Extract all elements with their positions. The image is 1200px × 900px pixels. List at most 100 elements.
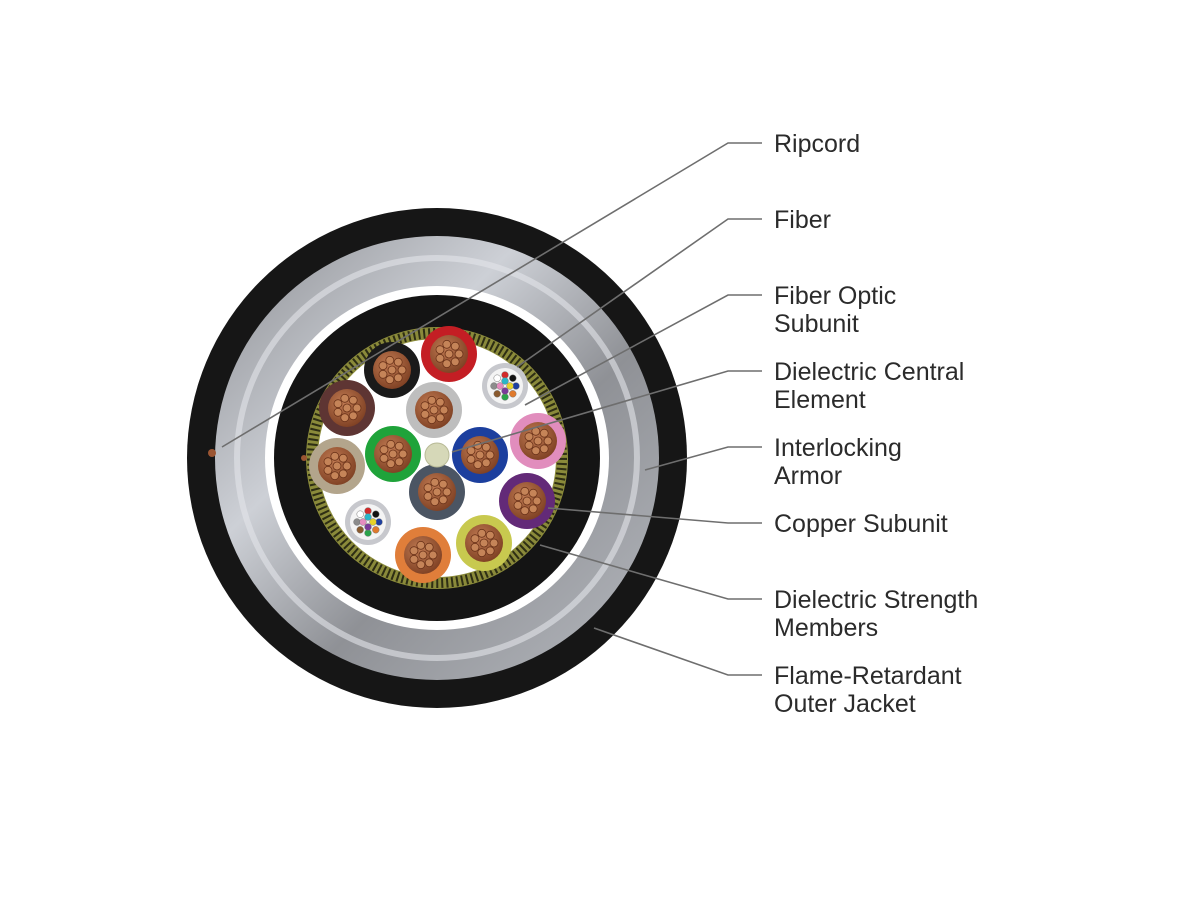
copper-strand: [386, 459, 396, 469]
callout-label-line: Element: [774, 386, 866, 414]
copper-strand: [423, 491, 433, 501]
copper-strand: [409, 546, 419, 556]
copper-strand: [427, 395, 437, 405]
copper-strand: [409, 554, 419, 564]
copper-subunit: [395, 527, 451, 583]
copper-strand: [524, 432, 534, 442]
copper-subunit: [456, 515, 512, 571]
copper-strand: [379, 445, 389, 455]
copper-strand: [393, 357, 403, 367]
leader-line-fiber-optic-subunit: [524, 294, 762, 406]
copper-strand: [524, 440, 534, 450]
copper-strand: [438, 495, 448, 505]
callout-label-line: Outer Jacket: [774, 690, 916, 718]
leader-lines: [221, 142, 762, 676]
copper-strand: [393, 373, 403, 383]
copper-strand: [435, 413, 445, 423]
copper-strand: [397, 365, 407, 375]
copper-strand: [394, 457, 404, 467]
callout-label-line: Subunit: [774, 310, 859, 338]
copper-strand: [533, 436, 543, 446]
copper-strand: [342, 461, 352, 471]
copper-strand: [332, 461, 342, 471]
copper-strand: [394, 441, 404, 451]
copper-strand: [485, 450, 495, 460]
copper-subunit: [421, 326, 477, 382]
copper-strand: [387, 365, 397, 375]
fiber: [501, 377, 509, 385]
copper-strand: [420, 401, 430, 411]
copper-strand: [323, 465, 333, 475]
copper-strand: [489, 538, 499, 548]
copper-subunit: [406, 382, 462, 438]
copper-strand: [435, 353, 445, 363]
fiber: [493, 390, 501, 398]
callout-label-line: Dielectric Strength: [774, 586, 978, 614]
copper-strand: [352, 403, 362, 413]
copper-strand: [444, 349, 454, 359]
copper-strand: [420, 409, 430, 419]
fiber: [364, 513, 372, 521]
leader-line-dielectric-strength-members: [539, 544, 762, 600]
callout-label-line: Dielectric Central: [774, 358, 964, 386]
callout-label-fiber: Fiber: [774, 206, 831, 234]
copper-strand: [466, 454, 476, 464]
copper-strand: [513, 492, 523, 502]
fiber: [506, 382, 514, 390]
leader-line-interlocking-armor: [644, 446, 762, 471]
copper-strand: [539, 444, 549, 454]
copper-strand: [470, 542, 480, 552]
copper-strand: [385, 355, 395, 365]
copper-strand: [388, 449, 398, 459]
copper-subunit: [309, 438, 365, 494]
ripcord-dot: [301, 455, 307, 461]
copper-subunit: [499, 473, 555, 529]
copper-strand: [338, 469, 348, 479]
copper-strand: [439, 405, 449, 415]
copper-strand: [470, 534, 480, 544]
copper-strand: [475, 450, 485, 460]
copper-strand: [485, 530, 495, 540]
copper-strand: [398, 449, 408, 459]
copper-strand: [528, 488, 538, 498]
copper-subunit: [452, 427, 508, 483]
cable-section: [187, 208, 687, 708]
fiber: [364, 523, 372, 531]
copper-strand: [528, 504, 538, 514]
copper-strand: [477, 528, 487, 538]
copper-strand: [333, 407, 343, 417]
copper-strand: [481, 442, 491, 452]
callout-label-copper-subunit: Copper Subunit: [774, 510, 948, 538]
copper-strand: [338, 453, 348, 463]
copper-strand: [418, 550, 428, 560]
copper-subunit: [364, 342, 420, 398]
copper-strand: [438, 479, 448, 489]
copper-strand: [430, 477, 440, 487]
copper-strand: [532, 496, 542, 506]
copper-strand: [424, 542, 434, 552]
callout-label-line: Fiber: [774, 206, 831, 234]
copper-strand: [330, 471, 340, 481]
leader-line-flame-retardant-outer-jacket: [593, 627, 762, 676]
copper-strand: [386, 439, 396, 449]
copper-strand: [450, 357, 460, 367]
copper-strand: [378, 361, 388, 371]
copper-strand: [435, 345, 445, 355]
copper-strand: [342, 403, 352, 413]
copper-strand: [323, 457, 333, 467]
copper-strand: [531, 446, 541, 456]
copper-strand: [442, 339, 452, 349]
leader-line-fiber: [516, 218, 762, 368]
copper-strand: [330, 451, 340, 461]
copper-strand: [485, 546, 495, 556]
fiber: [509, 374, 517, 382]
copper-strand: [340, 393, 350, 403]
fiber: [359, 518, 367, 526]
armor-inner-highlight: [234, 255, 640, 661]
copper-strand: [522, 496, 532, 506]
